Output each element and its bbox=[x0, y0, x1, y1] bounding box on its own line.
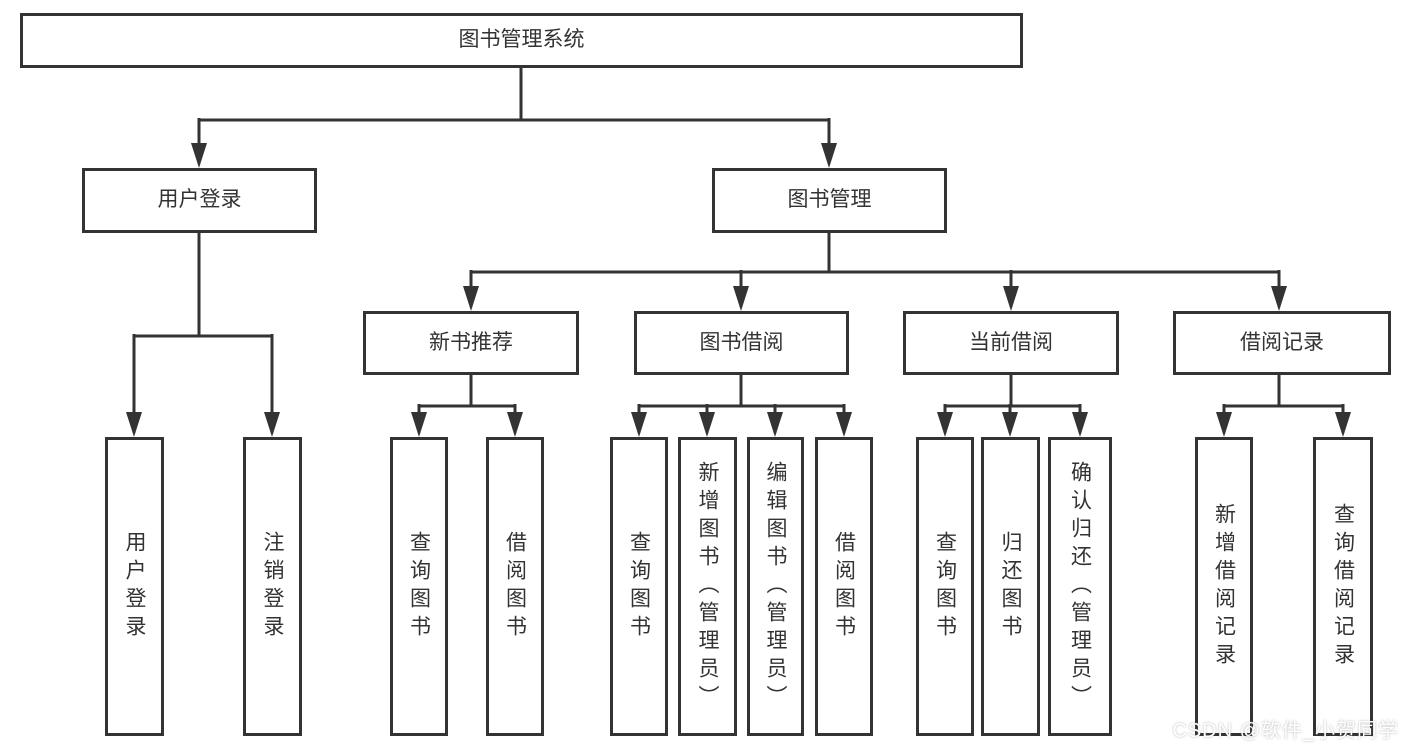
node-leaf-query-books-1: 查询图书 bbox=[390, 437, 448, 736]
node-leaf-borrow-books-2: 借阅图书 bbox=[815, 437, 873, 736]
node-user-login: 用户登录 bbox=[82, 168, 317, 233]
node-leaf-user-login: 用户登录 bbox=[105, 437, 164, 736]
node-leaf-edit-book-admin: 编辑图书（管理员） bbox=[747, 437, 804, 736]
node-current-borrow: 当前借阅 bbox=[903, 311, 1119, 375]
csdn-watermark: CSDN @软件_小贺同学 bbox=[1172, 720, 1399, 742]
node-book-management: 图书管理 bbox=[712, 168, 947, 233]
node-leaf-return-book: 归还图书 bbox=[981, 437, 1040, 736]
arrowhead-icons bbox=[126, 143, 1351, 437]
node-leaf-confirm-return-admin: 确认归还（管理员） bbox=[1048, 437, 1112, 736]
node-new-book-recommend: 新书推荐 bbox=[363, 311, 579, 375]
node-book-borrow: 图书借阅 bbox=[634, 311, 849, 375]
node-borrow-records: 借阅记录 bbox=[1173, 311, 1391, 375]
node-leaf-query-books-2: 查询图书 bbox=[610, 437, 668, 736]
node-root: 图书管理系统 bbox=[20, 13, 1023, 68]
tree-edges bbox=[132, 68, 1345, 433]
node-leaf-add-borrow-record: 新增借阅记录 bbox=[1195, 437, 1253, 736]
node-leaf-borrow-books-1: 借阅图书 bbox=[486, 437, 544, 736]
node-leaf-logout: 注销登录 bbox=[243, 437, 302, 736]
node-leaf-add-book-admin: 新增图书（管理员） bbox=[678, 437, 737, 736]
node-leaf-query-books-3: 查询图书 bbox=[916, 437, 974, 736]
node-leaf-query-borrow-record: 查询借阅记录 bbox=[1313, 437, 1373, 736]
